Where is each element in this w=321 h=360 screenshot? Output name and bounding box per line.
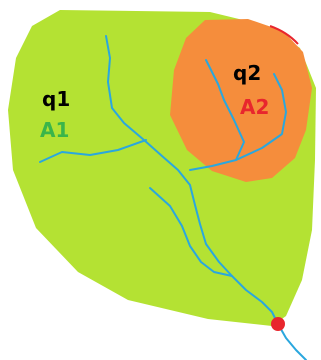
label-a1: A1 (40, 118, 69, 142)
river-network (39, 35, 307, 360)
river-outlet-reach (277, 323, 307, 360)
label-q1: q1 (42, 87, 70, 111)
river-tributary-a2-west (189, 59, 245, 171)
catchment-a2-rim-accent (269, 25, 299, 45)
label-q2: q2 (233, 61, 261, 85)
label-a2: A2 (240, 95, 269, 119)
outlet-point (271, 317, 285, 331)
river-tributary-a2-east (235, 73, 287, 161)
river-main-channel (105, 35, 279, 325)
river-tributary-west (39, 139, 147, 163)
river-tributary-south (149, 187, 233, 277)
